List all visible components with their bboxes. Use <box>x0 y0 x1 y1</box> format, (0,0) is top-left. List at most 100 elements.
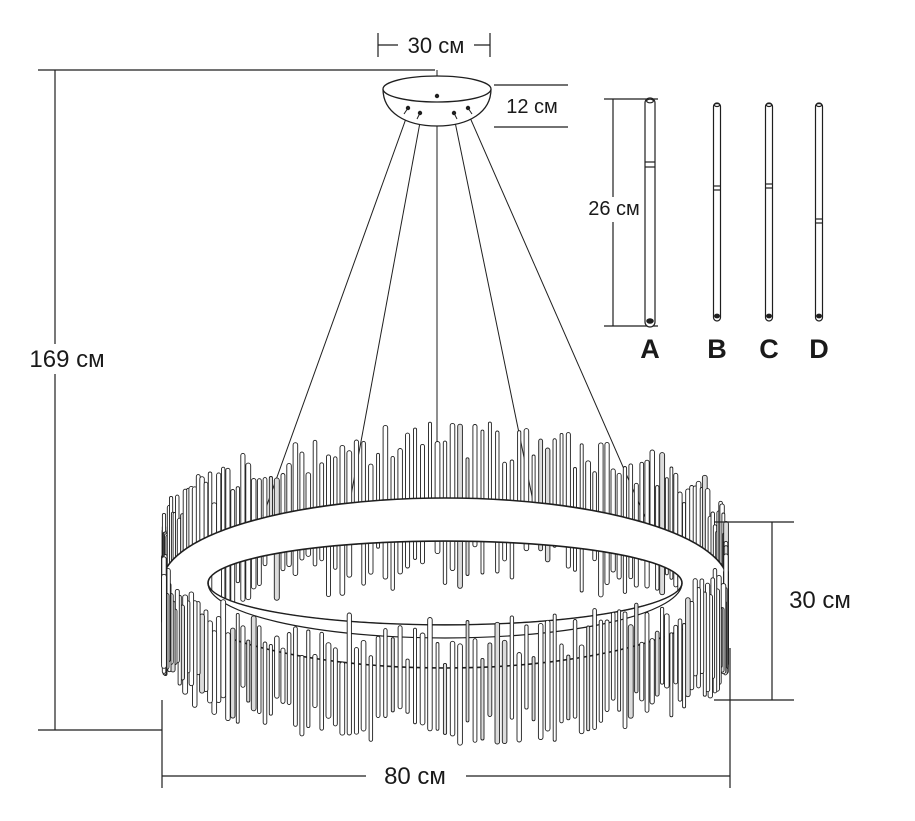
variant-letters: A B C D <box>640 334 829 364</box>
cable-right-outer <box>467 112 646 518</box>
glass-rod <box>449 640 456 737</box>
rod-variant-d <box>814 102 824 322</box>
ceiling-canopy <box>382 75 492 127</box>
glass-rod <box>250 615 257 712</box>
glass-rod <box>312 653 318 709</box>
glass-rod <box>292 442 299 576</box>
label-backdrop <box>398 32 474 58</box>
glass-rod <box>685 597 691 698</box>
variant-label-c: C <box>759 334 779 364</box>
glass-rod <box>390 637 395 713</box>
glass-rod <box>509 615 515 720</box>
label-backdrop <box>586 197 642 222</box>
glass-rod <box>578 644 585 735</box>
label-backdrop <box>366 760 466 790</box>
glass-rod <box>572 619 578 719</box>
glass-rod <box>235 612 240 724</box>
glass-rod <box>274 635 280 699</box>
glass-rod <box>622 611 628 730</box>
ring-rods-front <box>161 553 729 746</box>
glass-rod <box>161 573 167 669</box>
cable-left-inner <box>349 116 422 502</box>
glass-rod <box>598 619 604 723</box>
glass-rod <box>306 629 311 729</box>
glass-rod <box>262 641 268 725</box>
variant-label-b: B <box>707 334 727 364</box>
glass-rod <box>465 620 470 723</box>
variant-label-d: D <box>809 334 829 364</box>
label-backdrop <box>782 585 860 615</box>
glass-rod <box>442 662 448 735</box>
ring-inner-wall <box>207 582 683 639</box>
glass-rod <box>604 619 610 712</box>
rod-variant-b <box>712 102 722 322</box>
canopy-top <box>382 75 492 103</box>
glass-rod <box>634 602 639 694</box>
glass-rod <box>339 661 346 736</box>
glass-rod <box>531 656 536 722</box>
glass-rod <box>457 643 463 746</box>
rod-length-label: 26 см <box>588 198 640 220</box>
ring-width-label: 80 см <box>384 763 446 790</box>
glass-rod <box>427 617 433 732</box>
glass-rod <box>480 657 485 741</box>
glass-rod <box>592 608 597 730</box>
glass-rod <box>225 632 231 722</box>
cable-left-outer <box>262 112 409 517</box>
glass-rod <box>419 632 426 726</box>
canopy-height-dimension <box>494 84 568 128</box>
glass-rod <box>220 599 227 699</box>
glass-rod <box>375 635 381 718</box>
glass-rod <box>552 613 557 742</box>
glass-rod <box>257 625 262 714</box>
glass-rod <box>405 658 410 714</box>
canopy-width-label: 30 см <box>408 33 465 58</box>
glass-rod <box>325 642 332 719</box>
glass-rod <box>669 632 674 718</box>
rod-variant-a <box>644 97 656 328</box>
glass-rod <box>319 631 324 731</box>
total-height-label: 169 см <box>29 346 104 373</box>
rod-variants-panel <box>644 97 824 328</box>
variant-label-a: A <box>640 334 660 364</box>
glass-rod <box>654 630 660 697</box>
glass-rod <box>353 647 359 735</box>
glass-rod <box>268 643 273 716</box>
glass-rod <box>368 655 374 742</box>
glass-rod <box>435 642 440 731</box>
glass-rod <box>566 654 571 721</box>
glass-rod <box>494 621 501 745</box>
canopy-height-label: 12 см <box>506 96 558 118</box>
glass-rod <box>516 652 522 743</box>
glass-rod <box>397 625 403 710</box>
glass-rod <box>644 612 650 713</box>
glass-rod <box>544 619 551 732</box>
glass-rod <box>537 622 544 741</box>
glass-rod <box>383 628 388 718</box>
glass-rod <box>293 626 298 727</box>
label-backdrop <box>20 344 116 374</box>
glass-rod <box>449 422 456 572</box>
glass-rod <box>664 613 670 689</box>
glass-rod <box>413 627 417 725</box>
glass-rod <box>280 647 286 704</box>
glass-rod <box>586 625 591 732</box>
glass-rod <box>230 627 236 719</box>
canopy-hooks <box>403 107 473 120</box>
glass-rod <box>639 641 645 702</box>
glass-rod <box>682 623 687 709</box>
glass-rod <box>627 624 634 719</box>
glass-rod <box>610 611 616 701</box>
glass-rod <box>472 638 478 743</box>
glass-rod <box>617 609 622 712</box>
glass-rod <box>660 606 665 685</box>
ring-height-label: 30 см <box>789 587 851 614</box>
label-backdrops <box>20 32 860 790</box>
glass-rod <box>673 624 679 685</box>
ring-band <box>161 497 729 669</box>
ring-height-dimension <box>714 521 794 701</box>
glass-rod <box>346 612 352 736</box>
glass-rod <box>501 639 508 745</box>
